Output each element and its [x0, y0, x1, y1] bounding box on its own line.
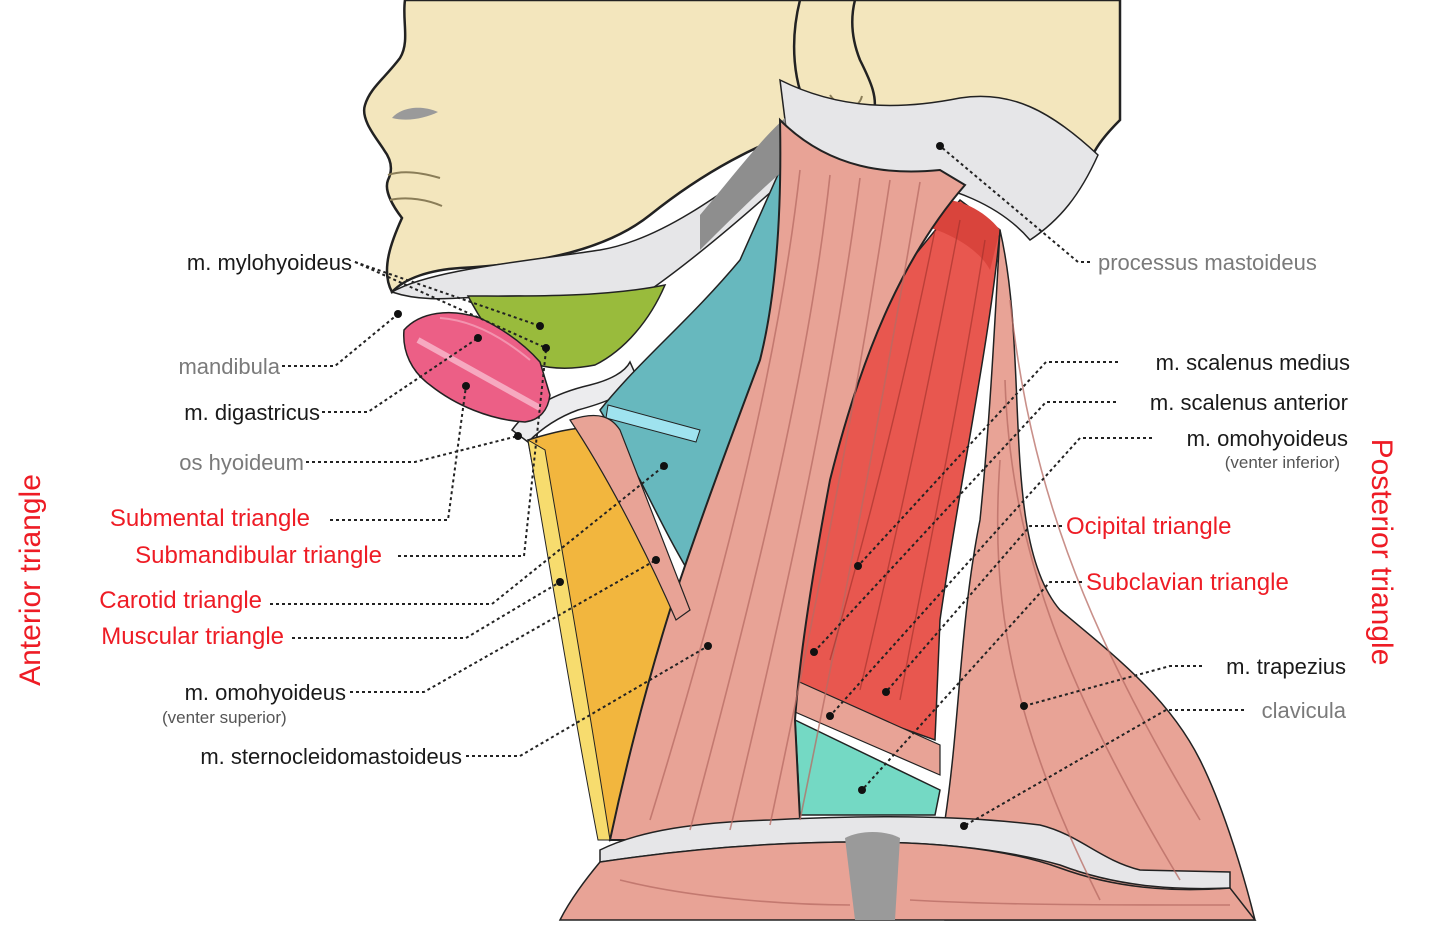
label-trapezius: m. trapezius — [1226, 654, 1346, 679]
lips — [387, 171, 443, 207]
sternohyoid-strip — [527, 439, 611, 841]
digastric-tendon — [416, 337, 542, 411]
trapezius-muscle — [944, 229, 1256, 921]
label-mandibula: mandibula — [178, 354, 280, 379]
label-digastricus: m. digastricus — [184, 400, 320, 425]
muscle-fibres — [619, 169, 1231, 906]
label-omohyoideus-superior: m. omohyoideus — [185, 680, 346, 705]
label-muscular-triangle: Muscular triangle — [101, 623, 284, 650]
deep-shadow — [700, 118, 790, 250]
label-submental-triangle: Submental triangle — [110, 505, 310, 532]
label-submandibular-triangle: Submandibular triangle — [135, 542, 382, 569]
nostril — [392, 107, 438, 120]
leader-lines — [270, 145, 1244, 827]
omohyoid-superior-belly — [569, 415, 691, 621]
label-processus-mastoideus: processus mastoideus — [1098, 250, 1317, 275]
label-scalenus-medius: m. scalenus medius — [1156, 350, 1350, 375]
labels-right: processus mastoideus m. scalenus medius … — [1066, 250, 1350, 723]
label-sternocleidomastoideus: m. sternocleidomastoideus — [200, 744, 462, 769]
label-posterior-triangle: Posterior triangle — [1365, 439, 1398, 666]
labels-left: m. mylohyoideus mandibula m. digastricus… — [99, 250, 462, 769]
label-mylohyoideus: m. mylohyoideus — [187, 250, 352, 275]
leader-dots — [394, 142, 1028, 830]
label-subclavian-triangle: Subclavian triangle — [1086, 569, 1289, 596]
label-omohyoideus-inferior-sub: (venter inferior) — [1225, 453, 1340, 472]
label-omohyoideus-inferior: m. omohyoideus — [1187, 426, 1348, 451]
label-clavicula: clavicula — [1262, 698, 1347, 723]
anatomy-illustration — [362, 0, 1257, 921]
carotid-vessel — [605, 404, 701, 443]
label-anterior-triangle: Anterior triangle — [14, 474, 47, 686]
chest-muscle — [558, 841, 1257, 921]
label-occipital-triangle: Ocipital triangle — [1066, 513, 1231, 540]
label-os-hyoideum: os hyoideum — [179, 450, 304, 475]
label-omohyoideus-superior-sub: (venter superior) — [162, 708, 287, 727]
label-carotid-triangle: Carotid triangle — [99, 587, 262, 614]
label-scalenus-anterior: m. scalenus anterior — [1150, 390, 1348, 415]
sternal-notch — [845, 832, 900, 920]
